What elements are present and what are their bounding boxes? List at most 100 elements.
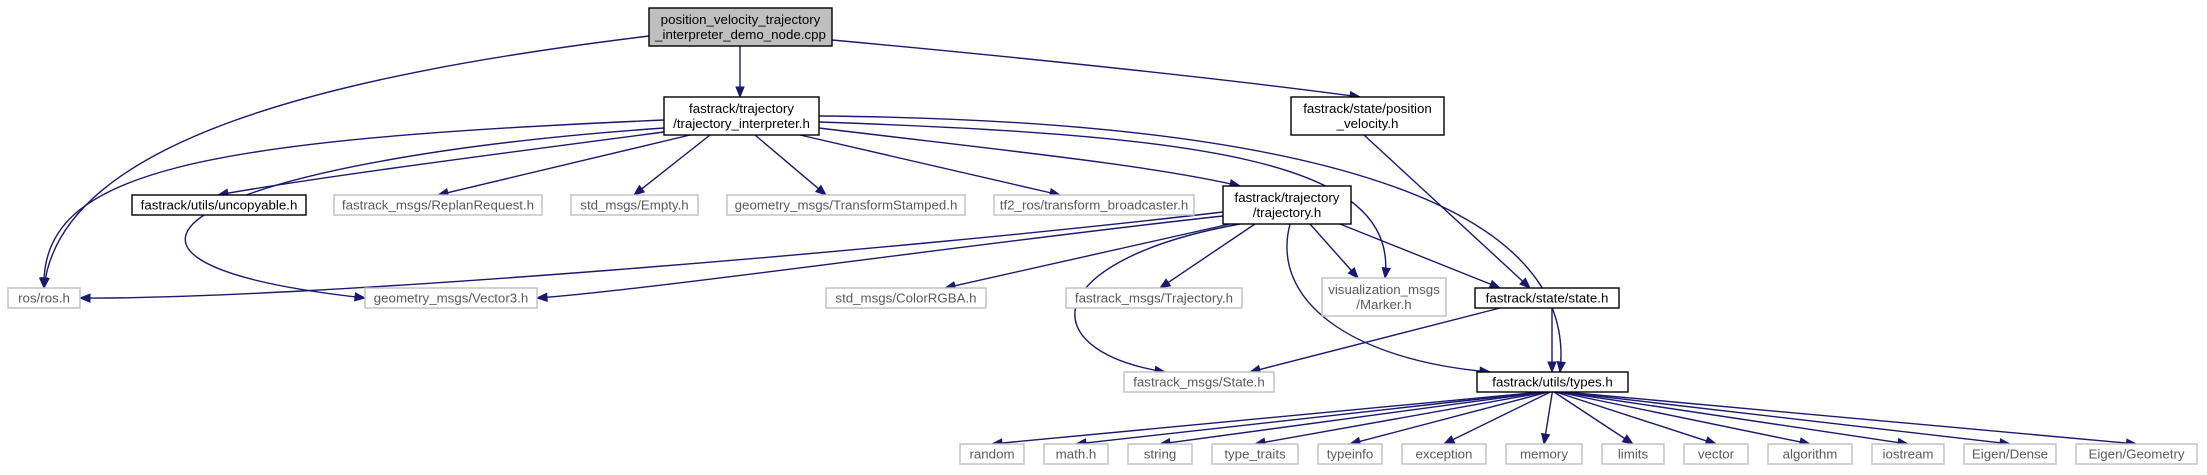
node-iostream[interactable]: iostream bbox=[1871, 443, 1945, 465]
edge-line bbox=[1339, 223, 1491, 285]
node-ti[interactable]: fastrack/trajectory/trajectory_interpret… bbox=[663, 96, 820, 136]
node-box bbox=[959, 443, 1025, 465]
node-ftraj[interactable]: fastrack_msgs/Trajectory.h bbox=[1065, 287, 1243, 309]
node-label: _velocity.h bbox=[1336, 116, 1399, 131]
node-rosh[interactable]: ros/ros.h bbox=[7, 287, 81, 309]
edge-line bbox=[1363, 134, 1524, 282]
node-box bbox=[1401, 443, 1487, 465]
node-box bbox=[1601, 443, 1665, 465]
arrowhead-icon bbox=[1540, 432, 1551, 446]
node-root[interactable]: position_velocity_trajectory_interpreter… bbox=[648, 7, 833, 47]
edge-line bbox=[1286, 223, 1491, 373]
node-box bbox=[663, 96, 820, 136]
node-label: limits bbox=[1618, 447, 1649, 462]
edge-ti-to-tfb bbox=[799, 134, 1062, 198]
edge-ti-to-empty bbox=[632, 134, 711, 196]
edge-types-to-iostream bbox=[1559, 391, 1910, 448]
node-vector[interactable]: vector bbox=[1683, 443, 1749, 465]
node-rgba[interactable]: std_msgs/ColorRGBA.h bbox=[825, 287, 987, 309]
arrowhead-icon bbox=[632, 184, 646, 196]
node-label: ros/ros.h bbox=[18, 291, 70, 306]
edge-line bbox=[43, 35, 650, 289]
node-label: _interpreter_demo_node.cpp bbox=[654, 27, 826, 42]
edge-line bbox=[754, 134, 819, 190]
edge-ti-to-uncop bbox=[216, 131, 665, 198]
node-math[interactable]: math.h bbox=[1043, 443, 1109, 465]
edge-line bbox=[43, 119, 665, 289]
node-marker[interactable]: visualization_msgs/Marker.h bbox=[1321, 277, 1447, 317]
edge-line bbox=[1259, 307, 1501, 371]
edge-line bbox=[818, 121, 1387, 279]
node-box bbox=[1222, 185, 1352, 225]
edge-types-to-memory bbox=[1540, 391, 1554, 446]
node-label: geometry_msgs/TransformStamped.h bbox=[735, 198, 958, 213]
node-label: iostream bbox=[1883, 447, 1934, 462]
node-algorithm[interactable]: algorithm bbox=[1767, 443, 1853, 465]
edge-line bbox=[1167, 223, 1256, 283]
node-label: fastrack/state/state.h bbox=[1486, 291, 1609, 306]
edge-types-to-random bbox=[990, 391, 1542, 448]
arrowhead-icon bbox=[1442, 435, 1456, 445]
node-replan[interactable]: fastrack_msgs/ReplanRequest.h bbox=[333, 194, 543, 216]
node-tfs[interactable]: geometry_msgs/TransformStamped.h bbox=[726, 194, 966, 216]
node-empty[interactable]: std_msgs/Empty.h bbox=[570, 194, 699, 216]
node-label: geometry_msgs/Vector3.h bbox=[374, 291, 528, 306]
node-exception[interactable]: exception bbox=[1401, 443, 1487, 465]
edge-line bbox=[818, 127, 1241, 187]
node-types[interactable]: fastrack/utils/types.h bbox=[1476, 371, 1629, 393]
node-box bbox=[1963, 443, 2057, 465]
node-random[interactable]: random bbox=[959, 443, 1025, 465]
node-tfb[interactable]: tf2_ros/transform_broadcaster.h bbox=[993, 194, 1195, 216]
edge-types-to-limits bbox=[1553, 391, 1635, 445]
node-memory[interactable]: memory bbox=[1505, 443, 1583, 465]
node-label: Eigen/Geometry bbox=[2088, 447, 2184, 462]
edge-ti-to-types bbox=[818, 115, 1566, 374]
arrowhead-icon bbox=[1381, 266, 1392, 280]
node-limits[interactable]: limits bbox=[1601, 443, 1665, 465]
node-geometry[interactable]: Eigen/Geometry bbox=[2075, 443, 2198, 465]
edge-traj-to-ftraj bbox=[1158, 223, 1256, 289]
arrowhead-icon bbox=[1158, 278, 1172, 289]
edge-stateh-to-types bbox=[1547, 308, 1557, 374]
node-label: std_msgs/ColorRGBA.h bbox=[835, 291, 976, 306]
edge-root-to-ti bbox=[735, 46, 745, 99]
node-box bbox=[1767, 443, 1853, 465]
node-box bbox=[1505, 443, 1583, 465]
node-label: exception bbox=[1416, 447, 1473, 462]
edge-line bbox=[1553, 391, 1626, 440]
arrowhead-icon bbox=[1488, 279, 1502, 289]
edge-line bbox=[831, 39, 1361, 98]
node-typeinfo[interactable]: typeinfo bbox=[1317, 443, 1383, 465]
node-box bbox=[570, 194, 699, 216]
node-fstate[interactable]: fastrack_msgs/State.h bbox=[1123, 371, 1275, 393]
node-vec3[interactable]: geometry_msgs/Vector3.h bbox=[364, 287, 538, 309]
edge-line bbox=[79, 211, 1224, 299]
edge-traj-to-rosh bbox=[78, 211, 1224, 303]
node-stateh[interactable]: fastrack/state/state.h bbox=[1474, 287, 1620, 309]
node-pv[interactable]: fastrack/state/position_velocity.h bbox=[1290, 96, 1445, 136]
edge-ti-to-traj bbox=[818, 127, 1242, 189]
edge-line bbox=[1564, 391, 2127, 444]
arrowhead-icon bbox=[1556, 361, 1566, 374]
node-label: random bbox=[969, 447, 1014, 462]
node-box bbox=[1043, 443, 1109, 465]
edge-types-to-string bbox=[1158, 391, 1545, 448]
node-label: fastrack/utils/uncopyable.h bbox=[141, 198, 298, 213]
node-label: fastrack/trajectory bbox=[1235, 190, 1340, 205]
edge-line bbox=[1559, 391, 1899, 444]
node-uncop[interactable]: fastrack/utils/uncopyable.h bbox=[131, 194, 307, 216]
node-dense[interactable]: Eigen/Dense bbox=[1963, 443, 2057, 465]
node-string[interactable]: string bbox=[1127, 443, 1193, 465]
arrowhead-icon bbox=[354, 292, 367, 302]
edge-line bbox=[1169, 391, 1545, 444]
node-typetraits[interactable]: type_traits bbox=[1211, 443, 1299, 465]
edge-line bbox=[1452, 391, 1551, 441]
edge-line bbox=[1085, 391, 1544, 444]
node-box bbox=[1065, 287, 1243, 309]
edge-ti-to-marker bbox=[818, 121, 1392, 280]
edge-stateh-to-fstate bbox=[1248, 307, 1501, 374]
node-label: typeinfo bbox=[1327, 447, 1374, 462]
node-traj[interactable]: fastrack/trajectory/trajectory.h bbox=[1222, 185, 1352, 225]
node-box bbox=[726, 194, 966, 216]
graph-nodes: position_velocity_trajectory_interpreter… bbox=[7, 7, 2198, 465]
